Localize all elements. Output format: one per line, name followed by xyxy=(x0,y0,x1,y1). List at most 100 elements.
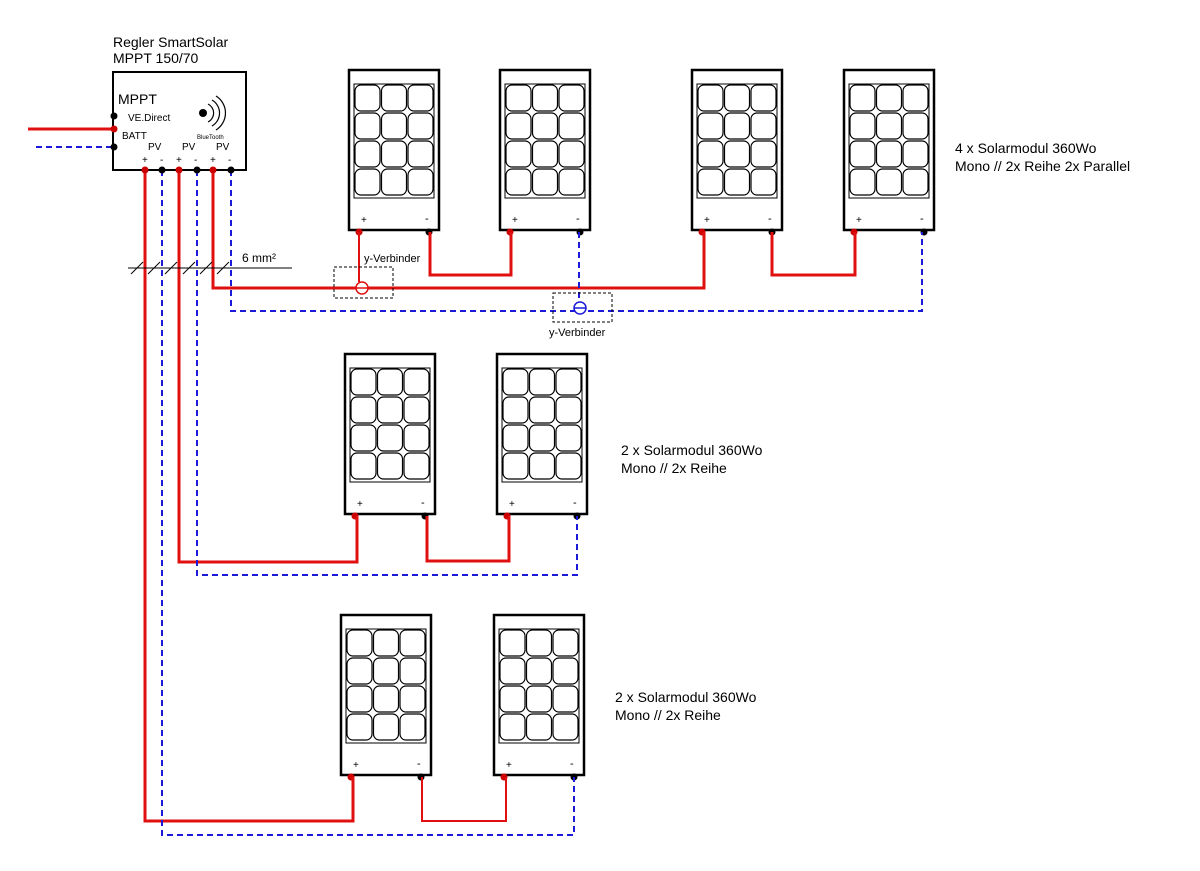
solar-cell xyxy=(380,140,408,168)
solar-cell xyxy=(875,112,903,140)
solar-cell xyxy=(499,685,526,713)
solar-cell xyxy=(502,424,529,452)
solar-cell xyxy=(875,84,903,112)
solar-cell xyxy=(525,713,553,741)
solar-cell xyxy=(407,168,434,196)
module-minus-label: - xyxy=(417,758,421,770)
solar-cell xyxy=(350,368,377,396)
solar-cell xyxy=(346,713,373,741)
solar-cell xyxy=(407,140,434,168)
solar-module: +- xyxy=(347,68,441,236)
solar-cell xyxy=(403,396,430,424)
solar-cell xyxy=(528,396,556,424)
solar-cell xyxy=(528,368,556,396)
solar-cell xyxy=(558,84,585,112)
array1-pv3-negative-feed xyxy=(230,170,575,312)
solar-cell xyxy=(499,629,526,657)
module-minus-label: - xyxy=(768,213,772,225)
module-plus-label: + xyxy=(506,760,512,771)
solar-cell xyxy=(376,396,404,424)
module-plus-label: + xyxy=(353,760,359,771)
solar-cell xyxy=(555,396,582,424)
solar-cell xyxy=(350,396,377,424)
solar-cell xyxy=(499,657,526,685)
y-connector-negative: y-Verbinder xyxy=(549,292,613,339)
solar-cell xyxy=(376,452,404,480)
pv3-minus-sign: - xyxy=(228,155,231,166)
solar-cell xyxy=(750,112,777,140)
array2-series-link xyxy=(425,516,511,563)
solar-cell xyxy=(849,140,876,168)
solar-cell xyxy=(531,84,559,112)
solar-cell xyxy=(849,84,876,112)
solar-cell xyxy=(350,452,377,480)
solar-cell xyxy=(380,112,408,140)
solar-cell xyxy=(346,657,373,685)
pv-label-1: PV xyxy=(148,142,162,153)
solar-cell xyxy=(558,140,585,168)
solar-cell xyxy=(376,368,404,396)
array3-wiring xyxy=(143,170,575,836)
solar-cell xyxy=(552,713,579,741)
solar-cell xyxy=(407,112,434,140)
vedirect-terminal xyxy=(110,112,118,120)
solar-cell xyxy=(723,140,751,168)
solar-cell xyxy=(697,112,724,140)
solar-cell xyxy=(525,657,553,685)
cable-size-label: 6 mm² xyxy=(242,251,276,265)
solar-cell xyxy=(403,452,430,480)
module-plus-label: + xyxy=(361,215,367,226)
solar-cell xyxy=(372,685,400,713)
array2-positive-feed xyxy=(177,170,359,564)
solar-cell xyxy=(380,84,408,112)
solar-cell xyxy=(902,84,929,112)
solar-cell xyxy=(723,112,751,140)
solar-module: +- xyxy=(492,613,586,781)
solar-cell xyxy=(531,140,559,168)
solar-cell xyxy=(399,685,426,713)
solar-cell xyxy=(399,713,426,741)
cable-size-marker: 6 mm² xyxy=(128,251,292,275)
solar-cell xyxy=(723,168,751,196)
solar-cell xyxy=(354,140,381,168)
module-minus-label: - xyxy=(570,758,574,770)
group3-label-line2: Mono // 2x Reihe xyxy=(615,707,721,723)
solar-module: +- xyxy=(339,613,433,781)
y-connector-negative-label: y-Verbinder xyxy=(549,327,606,339)
module-plus-label: + xyxy=(509,499,515,510)
solar-cell xyxy=(372,629,400,657)
batt-label: BATT xyxy=(122,131,147,142)
solar-cell xyxy=(531,168,559,196)
solar-cell xyxy=(902,112,929,140)
module-plus-label: + xyxy=(512,215,518,226)
solar-cell xyxy=(558,168,585,196)
solar-cell xyxy=(552,629,579,657)
solar-cell xyxy=(505,84,532,112)
solar-cell xyxy=(372,713,400,741)
mppt-label: MPPT xyxy=(118,91,157,107)
array2-negative-feed xyxy=(196,170,578,576)
solar-cell xyxy=(555,368,582,396)
solar-cell xyxy=(502,368,529,396)
solar-cell xyxy=(875,140,903,168)
array1-string2-positive xyxy=(368,232,706,290)
pv2-plus-sign: + xyxy=(176,155,182,166)
solar-module: +- xyxy=(498,68,592,236)
array3-series-link xyxy=(421,777,507,822)
solar-cell xyxy=(354,112,381,140)
solar-cell xyxy=(849,112,876,140)
solar-cell xyxy=(376,424,404,452)
solar-cell xyxy=(525,685,553,713)
group2-label-line1: 2 x Solarmodul 360Wo xyxy=(621,442,763,458)
solar-cell xyxy=(407,84,434,112)
bluetooth-icon xyxy=(199,95,226,131)
pv-label-3: PV xyxy=(216,142,230,153)
array2-wiring xyxy=(177,170,578,576)
pv3-plus-sign: + xyxy=(210,155,216,166)
array1-module4-minus-return xyxy=(588,232,923,312)
module-minus-label: - xyxy=(425,213,429,225)
solar-cell xyxy=(531,112,559,140)
solar-module: +- xyxy=(842,68,936,236)
charge-controller: Regler SmartSolar MPPT 150/70 MPPT VE.Di… xyxy=(112,34,247,171)
